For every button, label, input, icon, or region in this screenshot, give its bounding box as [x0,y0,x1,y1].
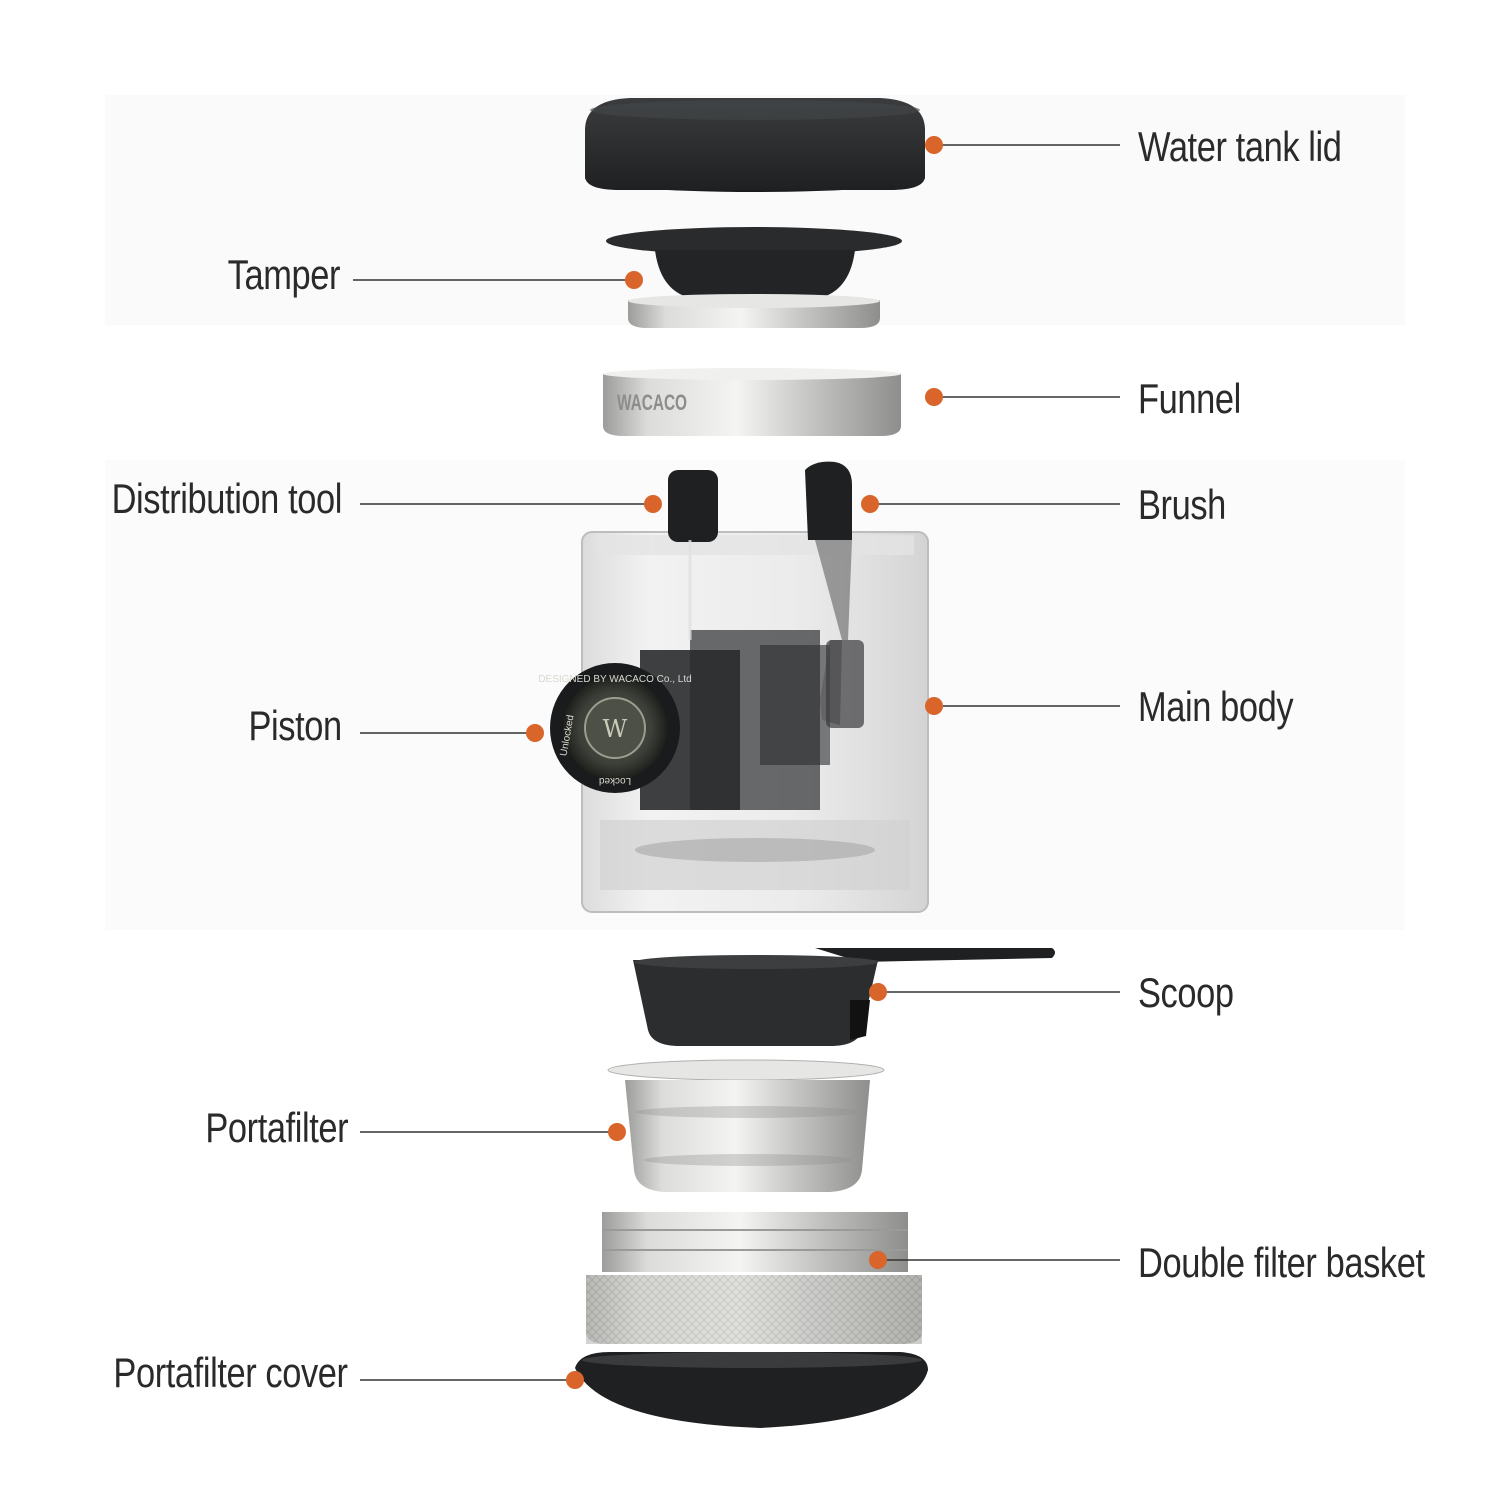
distribution-tool-part [668,470,718,640]
marker-scoop [869,983,887,1001]
label-scoop: Scoop [1138,969,1234,1016]
scoop-part [633,948,1055,1046]
label-portafilter: Portafilter [205,1104,348,1151]
marker-distribution-tool [644,495,662,513]
marker-double-filter-basket [869,1251,887,1269]
piston-top-engraving: DESIGNED BY WACACO Co., Ltd [538,674,691,685]
piston-monogram: W [603,715,628,743]
piston-part: W DESIGNED BY WACACO Co., Ltd Unlocked L… [538,650,740,810]
label-brush: Brush [1138,481,1226,528]
piston-locked-engraving: Locked [599,775,631,786]
markers [526,136,943,1389]
label-distribution-tool: Distribution tool [111,475,343,522]
brush-part [805,461,864,728]
marker-piston [526,724,544,742]
label-funnel: Funnel [1138,375,1241,422]
label-double-filter-basket: Double filter basket [1138,1239,1425,1286]
double-filter-basket-part [586,1212,922,1344]
marker-portafilter-cover [566,1371,584,1389]
marker-water-tank-lid [925,136,943,154]
leader-lines [353,144,1120,1381]
label-portafilter-cover: Portafilter cover [113,1349,349,1396]
funnel-part: WACACO [603,368,901,436]
label-water-tank-lid: Water tank lid [1138,123,1342,170]
water-tank-lid-part [585,98,925,192]
marker-portafilter [608,1123,626,1141]
label-main-body: Main body [1138,683,1294,730]
tamper-part [606,227,902,328]
label-piston: Piston [248,702,343,749]
label-tamper: Tamper [227,251,341,298]
marker-funnel [925,388,943,406]
marker-brush [861,495,879,513]
marker-main-body [925,697,943,715]
funnel-brand-engraving: WACACO [617,391,687,415]
portafilter-part [607,1059,885,1192]
marker-tamper [625,271,643,289]
portafilter-cover-part [575,1352,928,1428]
